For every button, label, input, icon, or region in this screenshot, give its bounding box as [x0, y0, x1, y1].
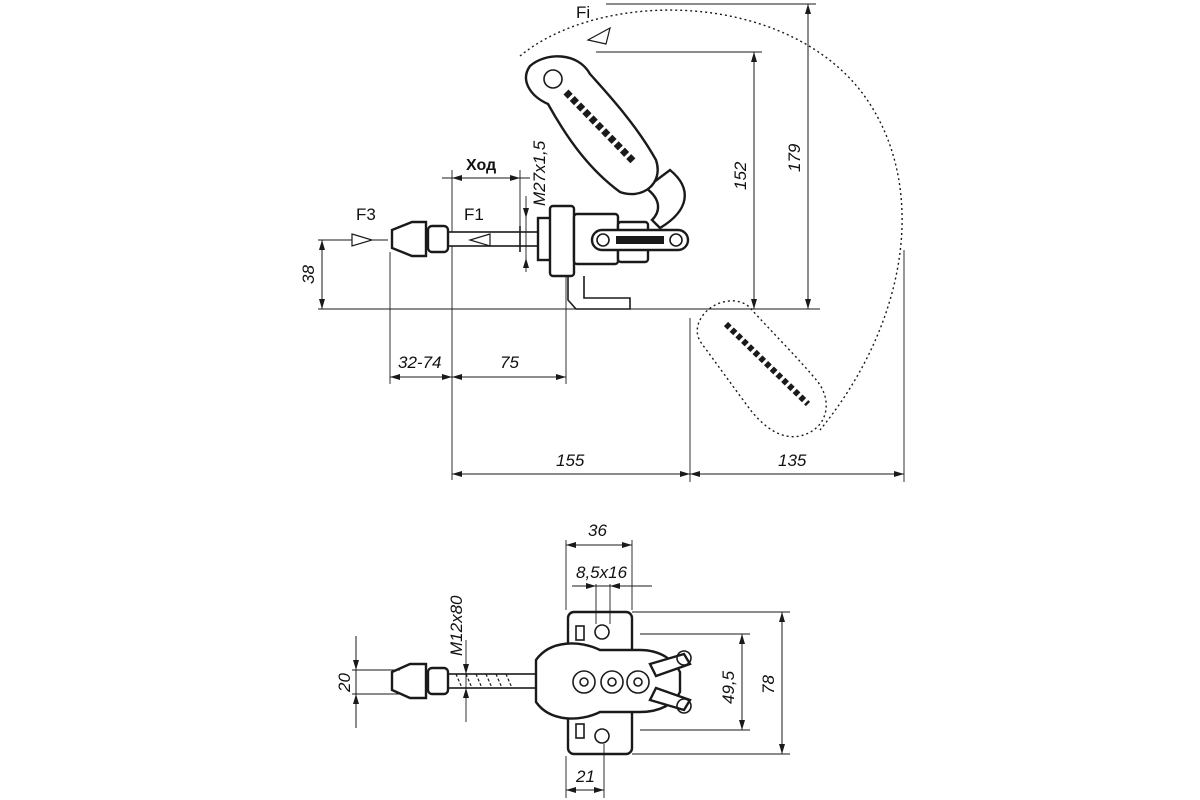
dim-75-label: 75 — [500, 353, 519, 372]
force-fi-arrow — [586, 26, 611, 45]
handle-closed — [524, 55, 686, 230]
force-f1-arrow — [467, 233, 491, 247]
threaded-rod — [447, 673, 545, 689]
thread-m27-label: M27x1,5 — [530, 140, 549, 206]
force-f3-label: F3 — [356, 205, 376, 224]
dim-155-135 — [452, 250, 905, 482]
force-f1-label: F1 — [464, 205, 484, 224]
dim-20-label: 20 — [335, 673, 354, 693]
force-fi-label: Fi — [576, 3, 590, 22]
thread-m12-label: M12x80 — [447, 595, 466, 656]
housing-top — [534, 642, 692, 720]
dim-36 — [565, 540, 633, 610]
dim-stroke — [442, 170, 530, 232]
stroke-label: Ход — [466, 157, 496, 174]
dim-135-label: 135 — [778, 451, 807, 470]
dim-21-label: 21 — [575, 767, 595, 786]
dim-thread-m12 — [463, 640, 469, 722]
dim-38 — [319, 240, 325, 309]
dim-155-label: 155 — [556, 451, 585, 470]
dim-78-label: 78 — [759, 675, 778, 694]
plunger-tip — [390, 220, 450, 258]
force-f3-arrow — [318, 233, 388, 247]
clamp-body — [536, 204, 690, 310]
dim-152-label: 152 — [731, 161, 750, 190]
top-view: 36 8,5x16 20 M12x80 — [335, 521, 790, 798]
dim-slot-label: 8,5x16 — [576, 563, 628, 582]
dim-152-179 — [596, 3, 816, 309]
dim-49-78 — [632, 611, 790, 755]
dim-36-label: 36 — [588, 521, 607, 540]
dim-49-5-label: 49,5 — [719, 670, 738, 704]
dim-32-74-label: 32-74 — [398, 353, 441, 372]
handle-open — [696, 300, 827, 438]
plunger-tip-top — [390, 662, 450, 700]
dim-slot — [572, 583, 652, 624]
swing-arc — [519, 9, 903, 431]
dim-21 — [565, 744, 605, 798]
dim-179-label: 179 — [785, 143, 804, 172]
dim-thread-m27 — [523, 196, 529, 272]
dim-20 — [352, 636, 400, 728]
dim-32-74 — [389, 246, 567, 480]
dim-38-label: 38 — [299, 265, 318, 284]
side-view: F3 F1 Fi Ход M27x1,5 — [299, 3, 905, 482]
plunger-rod — [447, 226, 539, 252]
